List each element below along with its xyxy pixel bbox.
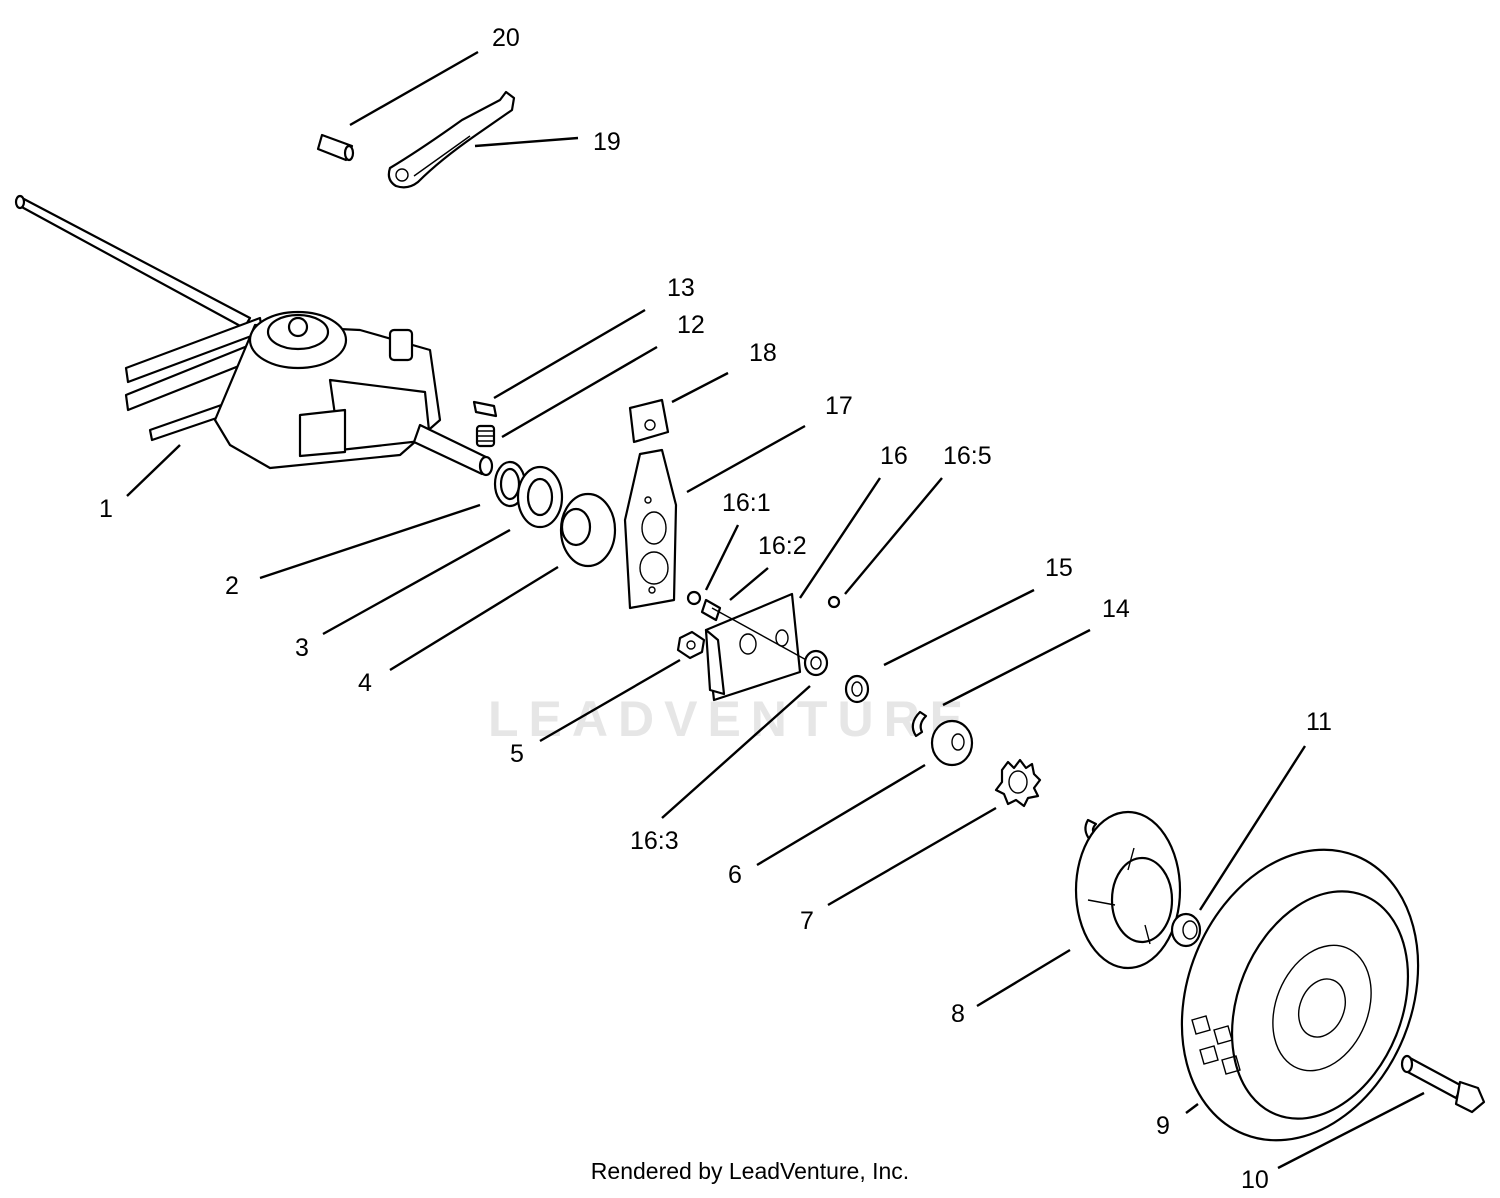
callout-16-1: 16:1 bbox=[722, 489, 771, 517]
callout-16-5: 16:5 bbox=[943, 442, 992, 470]
callout-4: 4 bbox=[358, 669, 372, 697]
part-7-pinion-gear bbox=[994, 758, 1042, 808]
part-19-lever bbox=[387, 90, 516, 189]
callout-16-3: 16:3 bbox=[630, 827, 679, 855]
part-15-ring bbox=[844, 674, 870, 704]
part-17-plate bbox=[623, 448, 678, 610]
callout-17: 17 bbox=[825, 392, 853, 420]
callout-20: 20 bbox=[492, 24, 520, 52]
callout-2: 2 bbox=[225, 572, 239, 600]
callout-10: 10 bbox=[1241, 1166, 1269, 1194]
callout-11: 11 bbox=[1306, 708, 1332, 736]
callout-13: 13 bbox=[667, 274, 695, 302]
part-11-bushing bbox=[1170, 912, 1202, 948]
leader-lines bbox=[126, 50, 1425, 1170]
part-14-clip bbox=[911, 710, 928, 738]
part-12-spring bbox=[475, 424, 496, 448]
callout-6: 6 bbox=[728, 861, 742, 889]
callout-19: 19 bbox=[593, 128, 621, 156]
part-8-gear-cover bbox=[1074, 810, 1182, 970]
callout-15: 15 bbox=[1045, 554, 1073, 582]
callout-5: 5 bbox=[510, 740, 524, 768]
part-16-3-bearing bbox=[803, 649, 829, 677]
part-16-bracket bbox=[686, 590, 841, 702]
callout-7: 7 bbox=[800, 907, 814, 935]
callout-9: 9 bbox=[1156, 1112, 1170, 1140]
callout-16: 16 bbox=[880, 442, 908, 470]
part-4-bushing bbox=[559, 492, 617, 568]
part-20-pin bbox=[316, 133, 355, 162]
part-5-nut bbox=[676, 630, 706, 660]
part-16-5-nut bbox=[827, 595, 841, 609]
part-6-washer bbox=[930, 719, 974, 767]
part-10-bolt bbox=[1400, 1054, 1486, 1114]
part-1-drive-shaft-gearbox bbox=[14, 194, 494, 477]
callout-12: 12 bbox=[677, 311, 705, 339]
callout-3: 3 bbox=[295, 634, 309, 662]
part-18-block bbox=[628, 398, 670, 444]
callout-labels: 20 19 1 2 3 4 5 6 7 8 9 10 11 12 13 14 1… bbox=[99, 24, 1332, 1194]
callout-1: 1 bbox=[99, 495, 113, 523]
watermark: LEADVENTURE bbox=[488, 691, 974, 747]
part-9-wheel bbox=[1180, 848, 1420, 1142]
callout-18: 18 bbox=[749, 339, 777, 367]
part-3-washer bbox=[516, 465, 564, 529]
part-16-1-bearing bbox=[686, 590, 702, 606]
callout-16-2: 16:2 bbox=[758, 532, 807, 560]
callout-8: 8 bbox=[951, 1000, 965, 1028]
part-16-2-bushing bbox=[700, 598, 722, 622]
part-13-key bbox=[472, 400, 498, 418]
footer-credit: Rendered by LeadVenture, Inc. bbox=[590, 1158, 910, 1184]
callout-14: 14 bbox=[1102, 595, 1130, 623]
